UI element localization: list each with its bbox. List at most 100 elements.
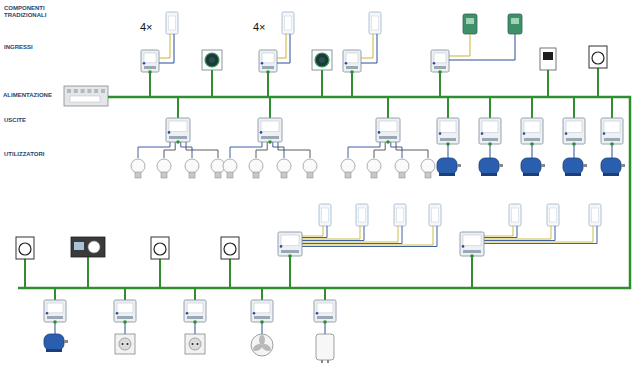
binary-input <box>278 232 302 256</box>
supply-terminal <box>101 89 105 93</box>
water-heater <box>316 334 334 360</box>
lamp-bulb <box>421 159 435 173</box>
motor-wire <box>490 144 491 158</box>
supply-terminal <box>81 89 85 93</box>
lamp-base <box>425 172 431 178</box>
bus-terminal <box>323 320 327 324</box>
traditional-switch <box>547 204 559 226</box>
switch-wire <box>302 226 323 236</box>
bus-drop <box>194 288 196 300</box>
bus-terminal <box>488 142 492 146</box>
fan-blade <box>261 342 273 352</box>
lamp-bulb <box>303 159 317 173</box>
bus-drop <box>439 72 441 97</box>
output-actuator <box>314 300 336 322</box>
fan-blade <box>252 342 264 352</box>
bus-drop <box>531 97 533 118</box>
lamp-bulb <box>131 159 145 173</box>
bus-drop <box>159 259 161 288</box>
lamp-wire <box>278 142 310 158</box>
push-button <box>202 50 222 70</box>
module-strip <box>440 138 456 141</box>
bus-terminal <box>193 320 197 324</box>
switch-wire <box>484 226 593 242</box>
bus-drop <box>269 97 271 118</box>
terminal <box>186 312 189 315</box>
lamp-base <box>345 172 351 178</box>
traditional-switch <box>509 204 521 226</box>
bus-drop <box>124 288 126 300</box>
module-face <box>440 121 456 133</box>
lamp-bulb <box>395 159 409 173</box>
control-panel <box>540 48 556 70</box>
module-face <box>346 53 358 63</box>
switch-rocker <box>359 208 366 222</box>
module-face <box>317 303 333 313</box>
module-strip <box>346 66 358 69</box>
bus-drop <box>547 70 549 97</box>
module-strip <box>524 138 540 141</box>
motor-shaft <box>621 164 625 167</box>
bus-drop <box>229 259 231 288</box>
switch-wire <box>302 226 364 241</box>
module-strip <box>144 66 156 69</box>
bus-line <box>18 97 630 288</box>
bus-terminal <box>438 70 442 74</box>
sensor-window <box>466 18 474 24</box>
bus-terminal <box>470 254 474 258</box>
power-supply <box>64 86 108 106</box>
module-face <box>524 121 540 133</box>
socket-hole <box>127 343 129 345</box>
traditional-switch <box>166 12 178 34</box>
switch-rocker <box>592 208 599 222</box>
switch-wire <box>302 226 402 244</box>
motor-wire <box>574 144 575 158</box>
thermostat <box>151 237 169 259</box>
bus-terminal <box>266 70 270 74</box>
module-face <box>261 121 279 132</box>
lamp-wire <box>164 142 175 158</box>
button-face <box>319 57 325 63</box>
module-face <box>117 303 133 313</box>
socket-plate <box>185 334 205 354</box>
module-strip <box>482 138 498 141</box>
display-unit <box>71 237 105 257</box>
module-strip <box>317 316 333 319</box>
lamp-bulb <box>367 159 381 173</box>
motor-feet <box>523 173 539 176</box>
bus-terminal <box>530 142 534 146</box>
lamp-wire <box>374 142 385 158</box>
bus-drop <box>267 72 269 97</box>
lamp-bulb <box>157 159 171 173</box>
switch-wire <box>484 226 597 244</box>
terminal <box>261 62 264 65</box>
motor-actuator <box>479 118 501 144</box>
binary-input <box>431 50 449 72</box>
quantity-label: 4× <box>253 21 266 34</box>
module-strip <box>47 316 63 319</box>
bus-drop <box>321 70 323 97</box>
switch-rocker <box>397 208 404 222</box>
supply-terminal <box>74 89 78 93</box>
traditional-switch <box>429 204 441 226</box>
heater-pipe <box>327 360 329 363</box>
terminal <box>603 132 606 135</box>
binary-input <box>460 232 484 256</box>
output-actuator <box>251 300 273 322</box>
sensor-wire <box>449 34 515 60</box>
socket-face <box>119 338 131 350</box>
module-face <box>434 53 446 63</box>
bus-drop <box>597 68 599 97</box>
module-face <box>169 121 187 132</box>
module-strip <box>566 138 582 141</box>
module-face <box>47 303 63 313</box>
bus-terminal <box>386 140 390 144</box>
lamp-base <box>399 172 405 178</box>
traditional-switch <box>282 12 294 34</box>
panel-screen <box>543 52 553 60</box>
motor-body <box>479 158 499 174</box>
terminal <box>116 312 119 315</box>
bus-drop <box>351 72 353 97</box>
switch-wire <box>361 34 377 63</box>
thermostat-knob <box>154 243 166 255</box>
